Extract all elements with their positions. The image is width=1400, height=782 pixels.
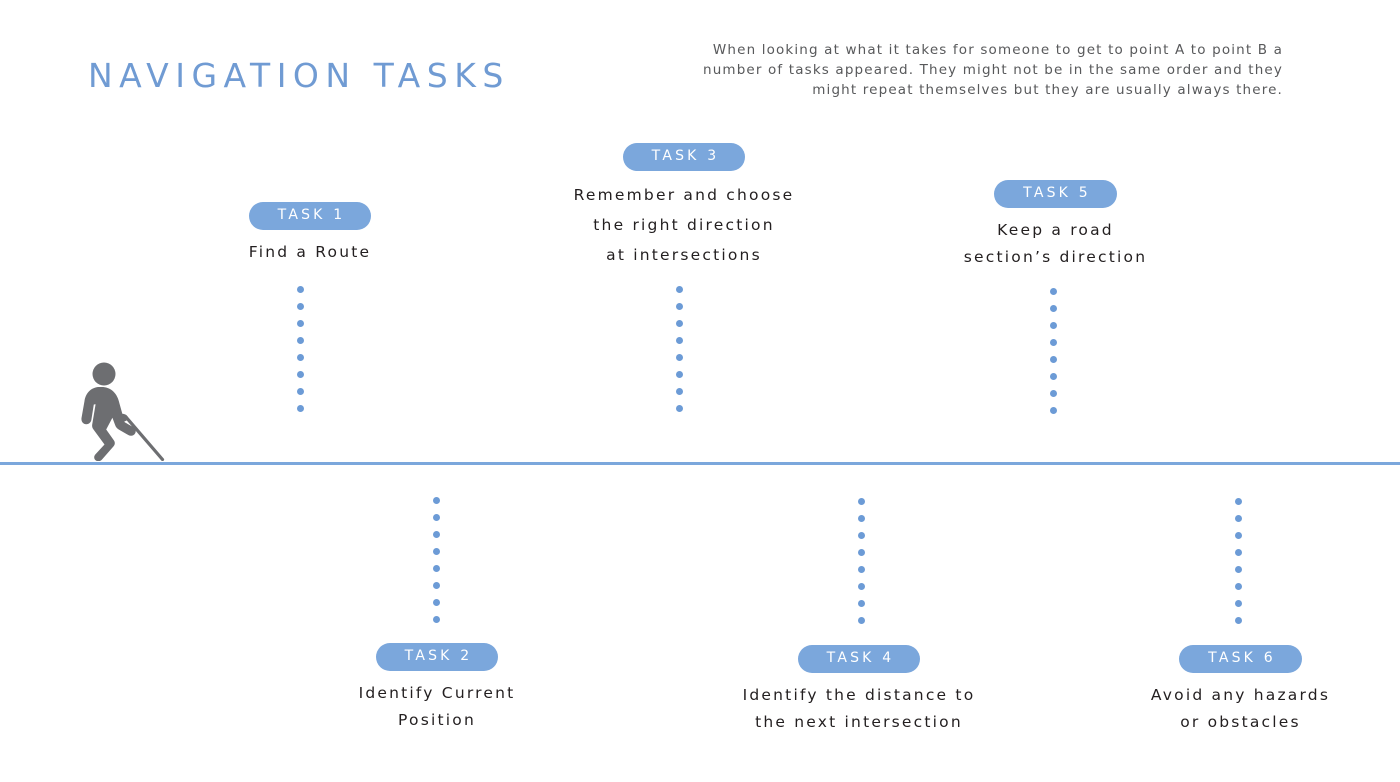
connector-dot	[433, 599, 440, 606]
connector-dot	[297, 320, 304, 327]
connector-dot	[858, 617, 865, 624]
task-1-label: Find a Route	[248, 243, 372, 261]
intro-paragraph: When looking at what it takes for someon…	[702, 42, 1283, 98]
connector-dot	[297, 286, 304, 293]
connector-dot	[1235, 515, 1242, 522]
connector-task-6	[1235, 498, 1242, 624]
connector-dot	[1235, 549, 1242, 556]
connector-dot	[297, 388, 304, 395]
connector-dot	[1235, 566, 1242, 573]
task-2-block: TASK 2 Identify Current Position	[312, 643, 562, 734]
task-4-label: Identify the distance to the next inters…	[742, 686, 976, 731]
connector-task-1	[297, 286, 304, 412]
connector-dot	[1235, 583, 1242, 590]
connector-dot	[297, 303, 304, 310]
connector-task-4	[858, 498, 865, 624]
connector-dot	[1050, 288, 1057, 295]
connector-dot	[1050, 305, 1057, 312]
connector-dot	[297, 371, 304, 378]
task-6-badge[interactable]: TASK 6	[1179, 645, 1302, 673]
page-title: NAVIGATION TASKS	[88, 56, 510, 95]
connector-dot	[433, 582, 440, 589]
connector-dot	[676, 303, 683, 310]
task-6-block: TASK 6 Avoid any hazards or obstacles	[1113, 645, 1368, 736]
connector-dot	[433, 497, 440, 504]
connector-dot	[1050, 390, 1057, 397]
task-3-badge[interactable]: TASK 3	[622, 143, 746, 171]
connector-dot	[676, 405, 683, 412]
connector-dot	[676, 354, 683, 361]
task-2-badge[interactable]: TASK 2	[375, 643, 499, 671]
connector-dot	[1050, 407, 1057, 414]
connector-dot	[858, 532, 865, 539]
connector-dot	[433, 565, 440, 572]
task-5-badge[interactable]: TASK 5	[994, 180, 1117, 208]
connector-task-3	[676, 286, 683, 412]
task-6-label: Avoid any hazards or obstacles	[1150, 686, 1331, 731]
connector-dot	[676, 371, 683, 378]
task-1-badge[interactable]: TASK 1	[248, 202, 372, 230]
connector-dot	[1235, 600, 1242, 607]
connector-dot	[858, 600, 865, 607]
connector-dot	[676, 320, 683, 327]
connector-dot	[1050, 356, 1057, 363]
connector-task-5	[1050, 288, 1057, 414]
connector-dot	[1050, 322, 1057, 329]
task-3-label: Remember and choose the right direction …	[573, 186, 795, 264]
connector-dot	[858, 549, 865, 556]
task-3-block: TASK 3 Remember and choose the right dir…	[520, 143, 848, 270]
connector-task-2	[433, 497, 440, 623]
timeline-divider	[0, 462, 1400, 465]
task-1-block: TASK 1 Find a Route	[185, 202, 435, 266]
connector-dot	[433, 514, 440, 521]
task-5-block: TASK 5 Keep a road section’s direction	[928, 180, 1183, 271]
connector-dot	[676, 286, 683, 293]
connector-dot	[297, 405, 304, 412]
task-2-label: Identify Current Position	[358, 684, 516, 729]
connector-dot	[1235, 498, 1242, 505]
task-4-block: TASK 4 Identify the distance to the next…	[690, 645, 1028, 736]
connector-dot	[858, 515, 865, 522]
task-5-label: Keep a road section’s direction	[963, 221, 1148, 266]
connector-dot	[1050, 373, 1057, 380]
connector-dot	[858, 566, 865, 573]
connector-dot	[858, 498, 865, 505]
blind-pedestrian-with-cane-icon	[68, 361, 178, 462]
connector-dot	[297, 337, 304, 344]
task-4-badge[interactable]: TASK 4	[797, 645, 921, 673]
connector-dot	[1235, 532, 1242, 539]
connector-dot	[1235, 617, 1242, 624]
connector-dot	[433, 616, 440, 623]
connector-dot	[433, 548, 440, 555]
connector-dot	[858, 583, 865, 590]
connector-dot	[1050, 339, 1057, 346]
connector-dot	[433, 531, 440, 538]
connector-dot	[676, 388, 683, 395]
connector-dot	[297, 354, 304, 361]
connector-dot	[676, 337, 683, 344]
